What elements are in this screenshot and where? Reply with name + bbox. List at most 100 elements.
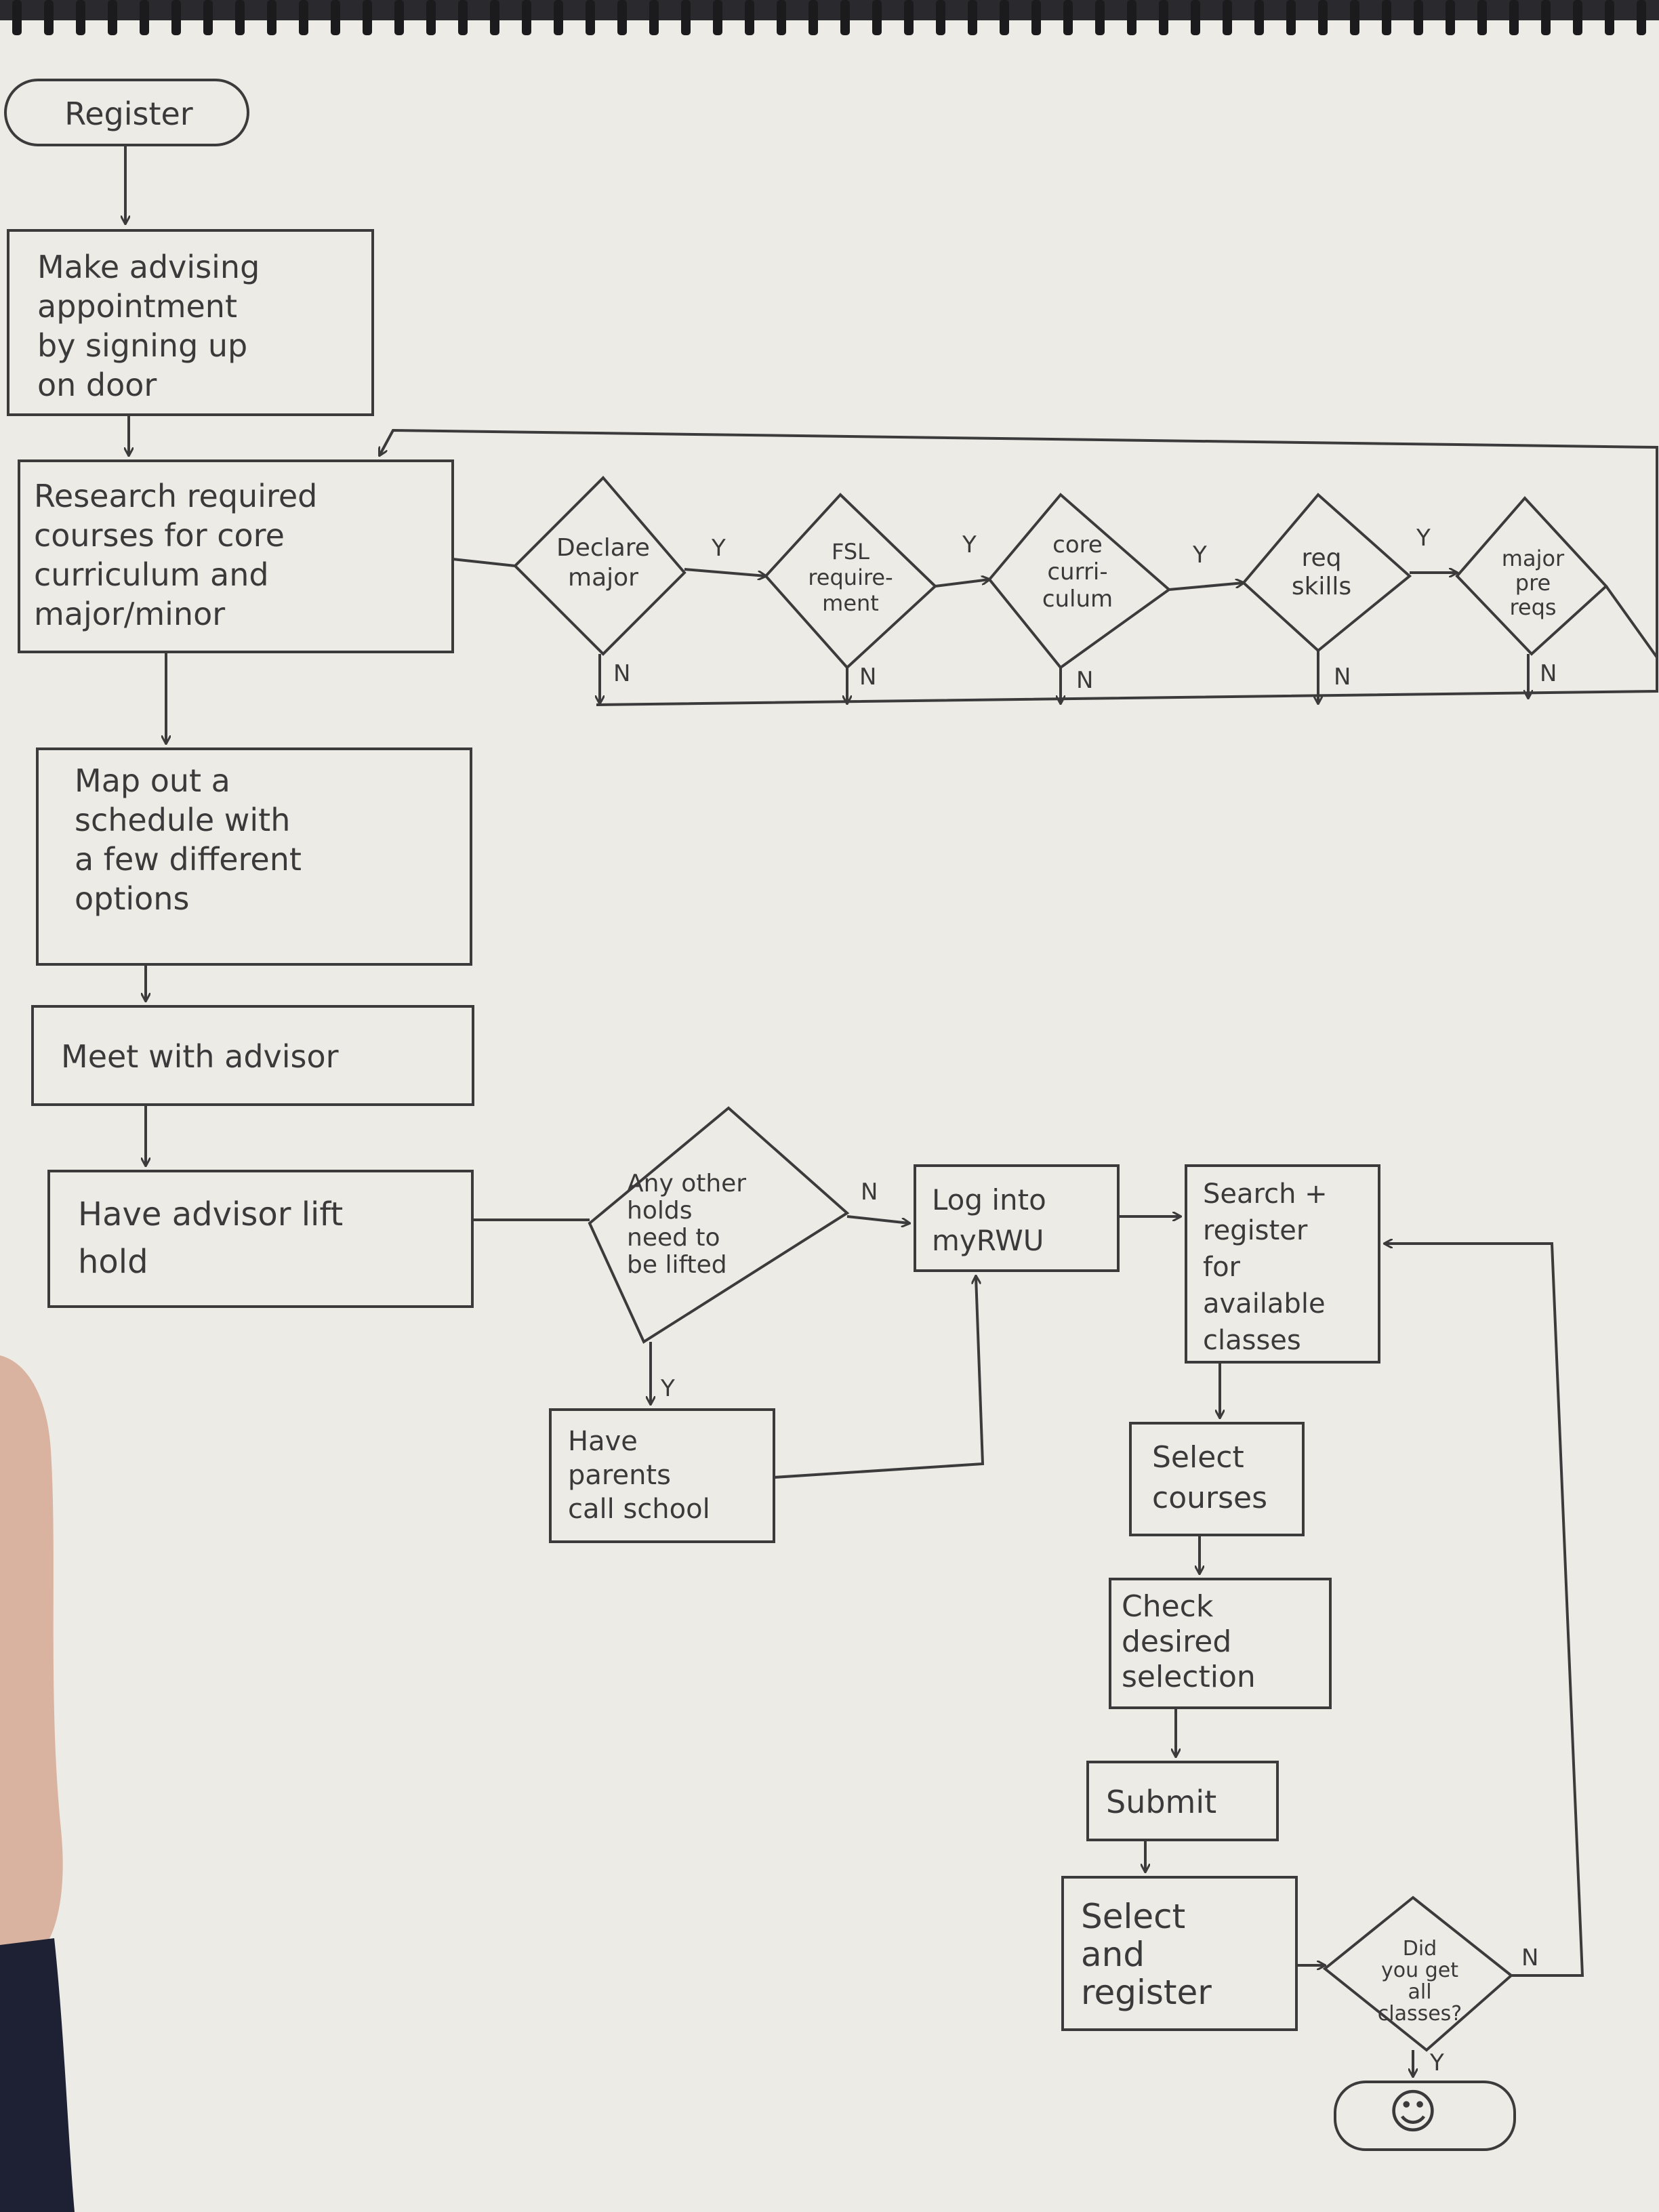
label-check-selection-line: selection bbox=[1122, 1660, 1256, 1694]
spiral-ring bbox=[394, 0, 404, 35]
label-other-holds-line: need to bbox=[627, 1224, 720, 1252]
label-got-all-classes-line: Did bbox=[1403, 1937, 1437, 1961]
edge-decision-no-loop bbox=[1385, 1244, 1584, 1977]
edge-no-bus bbox=[596, 657, 1658, 706]
spiral-ring bbox=[808, 0, 818, 35]
label-map-schedule-line: schedule with bbox=[75, 802, 290, 838]
label-parents-call-line: Have bbox=[568, 1426, 638, 1457]
spiral-ring bbox=[586, 0, 595, 35]
edge-label-holds-no: N bbox=[861, 1179, 878, 1206]
spiral-ring bbox=[108, 0, 117, 35]
label-fsl-requirement-line: require- bbox=[808, 565, 893, 590]
edge-label-prereqs-no: N bbox=[1540, 660, 1557, 687]
node-submit bbox=[1086, 1761, 1279, 1841]
spiral-ring bbox=[1095, 0, 1105, 35]
spiral-binding bbox=[12, 0, 1646, 35]
label-select-courses-line: Select bbox=[1152, 1440, 1244, 1475]
label-research-line: courses for core bbox=[34, 517, 285, 554]
label-select-courses-line: courses bbox=[1152, 1481, 1267, 1515]
smiley-icon: ☺ bbox=[1389, 2084, 1438, 2139]
edge-core-to-skills bbox=[1168, 583, 1244, 591]
edge-label-core-yes: Y bbox=[1192, 541, 1207, 569]
edge-label-classes-no: N bbox=[1521, 1944, 1538, 1971]
label-got-all-classes-line: all bbox=[1408, 1980, 1431, 2004]
edge-label-skills-yes: Y bbox=[1416, 525, 1431, 552]
spiral-ring bbox=[1031, 0, 1041, 35]
spiral-ring bbox=[76, 0, 85, 35]
label-lift-hold-line: Have advisor lift bbox=[78, 1195, 343, 1233]
node-check-selection bbox=[1109, 1578, 1332, 1709]
spiral-ring bbox=[1414, 0, 1423, 35]
spiral-ring bbox=[554, 0, 563, 35]
label-research-line: curriculum and bbox=[34, 556, 269, 593]
spiral-ring bbox=[1286, 0, 1296, 35]
label-research-line: Research required bbox=[34, 478, 317, 514]
label-got-all-classes-line: you get bbox=[1381, 1959, 1458, 1982]
spiral-ring bbox=[904, 0, 914, 35]
spiral-ring bbox=[267, 0, 276, 35]
label-fsl-requirement-line: FSL bbox=[832, 539, 869, 565]
node-meet-advisor bbox=[31, 1005, 474, 1106]
spiral-ring bbox=[1127, 0, 1136, 35]
spiral-ring bbox=[1446, 0, 1455, 35]
node-declare-major bbox=[513, 476, 687, 656]
node-got-all-classes bbox=[1322, 1896, 1514, 2052]
label-meet-advisor: Meet with advisor bbox=[61, 1038, 339, 1075]
label-declare-major-line: major bbox=[568, 564, 638, 592]
label-lift-hold-line: hold bbox=[78, 1243, 148, 1281]
spiral-ring bbox=[140, 0, 149, 35]
spiral-ring bbox=[968, 0, 977, 35]
edge-label-core-no: N bbox=[1076, 667, 1093, 694]
label-major-prereqs-line: reqs bbox=[1509, 594, 1556, 620]
spiral-ring bbox=[840, 0, 850, 35]
label-other-holds-line: be lifted bbox=[627, 1251, 727, 1279]
label-major-prereqs-line: pre bbox=[1515, 570, 1551, 596]
label-select-and-register-line: and bbox=[1081, 1935, 1145, 1974]
spiral-ring bbox=[235, 0, 245, 35]
spiral-ring bbox=[713, 0, 722, 35]
spiral-ring bbox=[1350, 0, 1359, 35]
spiral-ring bbox=[872, 0, 882, 35]
spiral-ring bbox=[745, 0, 754, 35]
edge-label-holds-yes: Y bbox=[660, 1375, 675, 1402]
label-search-register-line: register bbox=[1203, 1215, 1308, 1246]
spiral-ring bbox=[299, 0, 308, 35]
spiral-ring bbox=[1573, 0, 1582, 35]
node-select-courses bbox=[1129, 1422, 1305, 1536]
spiral-ring bbox=[1000, 0, 1009, 35]
node-log-in bbox=[914, 1164, 1120, 1272]
label-map-schedule-line: a few different bbox=[75, 841, 302, 878]
spiral-ring bbox=[1191, 0, 1200, 35]
label-other-holds-line: holds bbox=[627, 1197, 692, 1225]
label-log-in-line: myRWU bbox=[932, 1224, 1044, 1257]
edge-parents-to-login bbox=[773, 1276, 985, 1479]
spiral-ring bbox=[490, 0, 499, 35]
node-search-register bbox=[1185, 1164, 1380, 1364]
label-research-line: major/minor bbox=[34, 596, 225, 632]
label-other-holds-line: Any other bbox=[627, 1170, 746, 1197]
spiral-ring bbox=[1605, 0, 1614, 35]
node-other-holds bbox=[588, 1106, 850, 1344]
label-submit: Submit bbox=[1106, 1784, 1216, 1820]
label-select-and-register-line: Select bbox=[1081, 1897, 1185, 1936]
label-register: Register bbox=[64, 96, 192, 132]
edge-fsl-to-core bbox=[935, 579, 989, 588]
label-select-courses: Select courses bbox=[1152, 1440, 1267, 1515]
spiral-ring bbox=[426, 0, 436, 35]
node-lift-hold bbox=[47, 1170, 474, 1308]
spiral-ring bbox=[44, 0, 54, 35]
edge-prereqs-loop-back bbox=[380, 428, 1658, 662]
label-lift-hold: Have advisor lift hold bbox=[78, 1195, 343, 1281]
spiral-ring bbox=[1159, 0, 1168, 35]
label-core-curriculum-line: core bbox=[1052, 531, 1103, 558]
label-fsl-requirement-line: ment bbox=[822, 590, 879, 616]
spiral-ring bbox=[522, 0, 531, 35]
label-select-and-register-line: register bbox=[1081, 1973, 1212, 2012]
